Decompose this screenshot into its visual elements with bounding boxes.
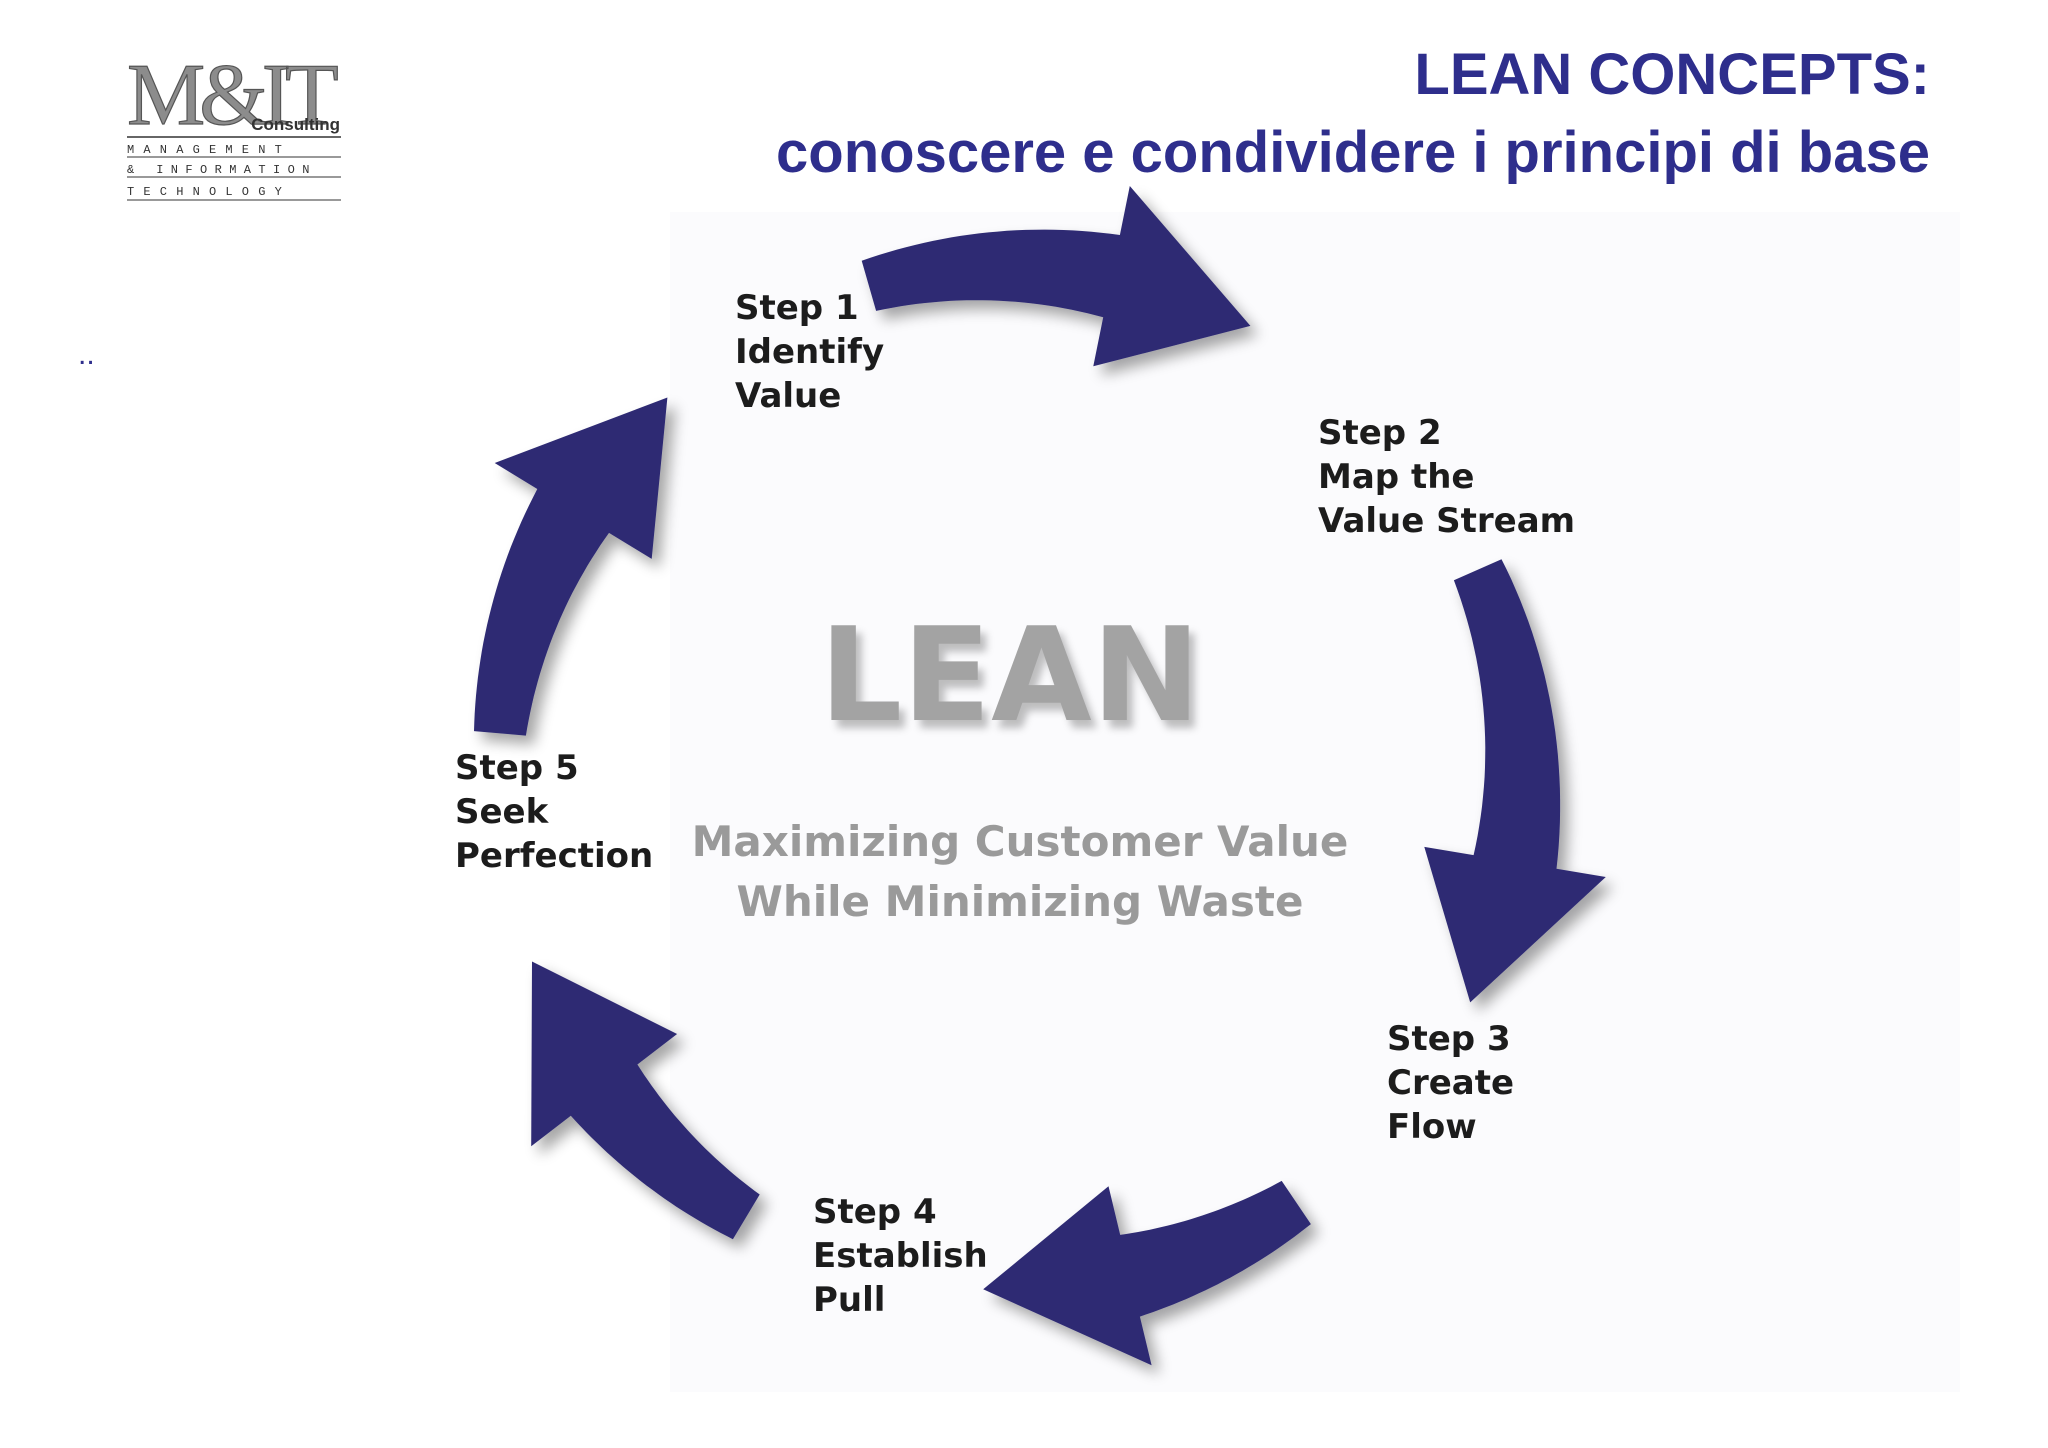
- step-4-number: Step 4: [813, 1192, 937, 1232]
- step-2-label: Step 2 Map the Value Stream: [1318, 411, 1575, 543]
- logo-management: MANAGEMENT: [127, 143, 291, 157]
- step-1-line-2: Value: [735, 376, 842, 416]
- cycle-arrow-5: [474, 397, 668, 736]
- slide-title: LEAN CONCEPTS: conoscere e condividere i…: [776, 36, 1930, 192]
- diagram-background: [670, 212, 1960, 1392]
- slide-title-line-1: LEAN CONCEPTS:: [1414, 42, 1930, 107]
- step-3-line-2: Flow: [1387, 1107, 1477, 1147]
- step-1-line-1: Identify: [735, 332, 885, 372]
- step-4-line-2: Pull: [813, 1280, 886, 1320]
- cycle-arrow-3: [983, 1180, 1311, 1366]
- step-5-number: Step 5: [455, 748, 579, 788]
- step-4-line-1: Establish: [813, 1236, 988, 1276]
- step-5-line-1: Seek: [455, 792, 549, 832]
- logo-mark: M&IT: [127, 47, 338, 144]
- mit-consulting-logo: M&IT Consulting MANAGEMENT & INFORMATION…: [126, 46, 345, 201]
- step-1-label: Step 1 Identify Value: [735, 286, 884, 418]
- lean-center-word: LEAN: [819, 599, 1201, 751]
- bullet-dots: ..: [78, 338, 95, 371]
- cycle-arrow-2: [1424, 559, 1606, 1003]
- step-2-line-1: Map the: [1318, 457, 1475, 497]
- step-3-label: Step 3 Create Flow: [1387, 1017, 1514, 1149]
- step-3-number: Step 3: [1387, 1019, 1511, 1059]
- step-5-label: Step 5 Seek Perfection: [455, 746, 653, 878]
- step-2-number: Step 2: [1318, 413, 1442, 453]
- slide-title-line-2: conoscere e condividere i principi di ba…: [776, 120, 1930, 185]
- step-1-number: Step 1: [735, 288, 859, 328]
- step-5-line-2: Perfection: [455, 836, 654, 876]
- tagline-line-2: While Minimizing Waste: [736, 877, 1304, 926]
- step-4-label: Step 4 Establish Pull: [813, 1190, 988, 1322]
- lean-tagline: Maximizing Customer Value While Minimizi…: [680, 812, 1360, 932]
- tagline-line-1: Maximizing Customer Value: [691, 817, 1349, 866]
- step-3-line-1: Create: [1387, 1063, 1515, 1103]
- step-2-line-2: Value Stream: [1318, 501, 1576, 541]
- logo-technology: TECHNOLOGY: [127, 185, 291, 199]
- logo-information: & INFORMATION: [127, 163, 317, 177]
- cycle-arrow-1: [861, 186, 1251, 367]
- cycle-arrow-4: [531, 961, 760, 1240]
- logo-consulting: Consulting: [251, 115, 340, 134]
